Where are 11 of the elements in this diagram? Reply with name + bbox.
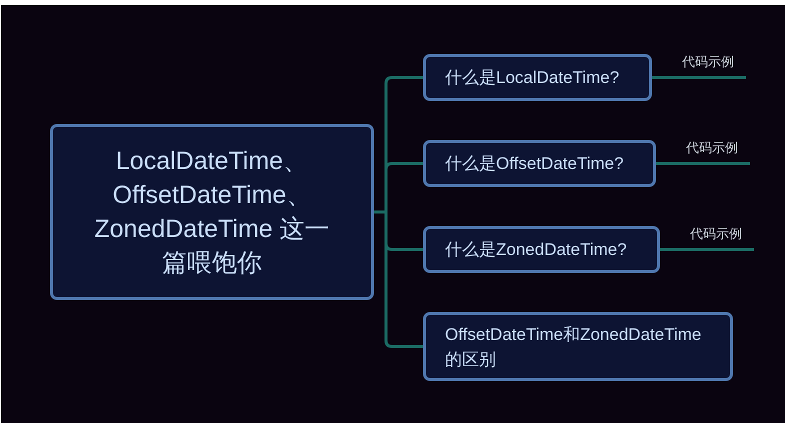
subtopic-label: 代码示例	[674, 138, 750, 165]
connector-line	[652, 76, 670, 79]
topic-box: 什么是ZonedDateTime?	[423, 226, 660, 273]
topic-box: OffsetDateTime和ZonedDateTime的区别	[423, 312, 733, 381]
topic-box: 什么是LocalDateTime?	[423, 54, 652, 101]
connector-line	[660, 248, 678, 251]
connector-line	[656, 162, 674, 165]
subtopic-label: 代码示例	[670, 52, 746, 79]
topic-box: 什么是OffsetDateTime?	[423, 140, 656, 187]
subtopic-label: 代码示例	[678, 224, 754, 251]
central-topic-box: LocalDateTime、OffsetDateTime、ZonedDateTime 这一篇喂饱你	[50, 124, 374, 300]
